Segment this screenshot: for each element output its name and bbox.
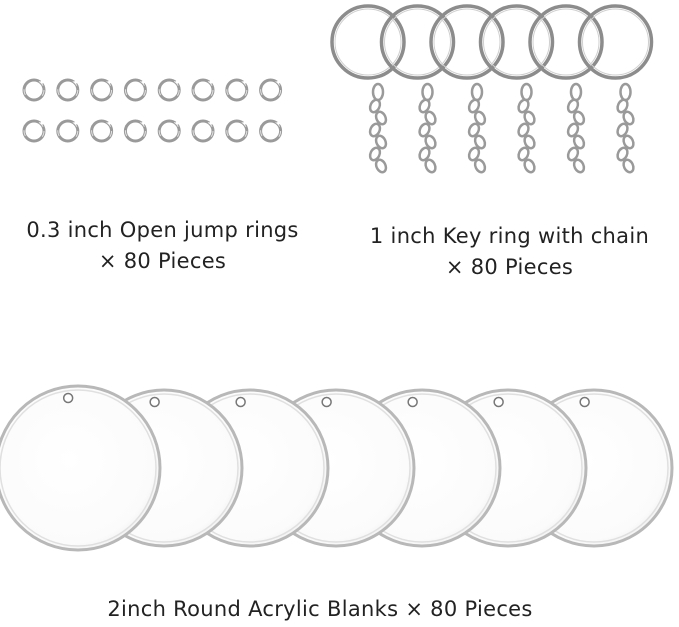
jump-ring-icon — [191, 78, 215, 102]
jump-ring-icon — [191, 119, 215, 143]
jump-ring-icon — [22, 119, 46, 143]
jump-ring-icon — [90, 119, 114, 143]
acrylic-blanks-label: 2inch Round Acrylic Blanks — [107, 597, 399, 621]
key-rings-group — [330, 4, 654, 174]
jump-ring-icon — [123, 78, 147, 102]
jump-ring-icon — [157, 78, 181, 102]
jump-ring-icon — [56, 78, 80, 102]
key-ring-icon — [379, 4, 456, 174]
key-rings-quantity: × 80 Pieces — [445, 255, 574, 279]
jump-ring-icon — [157, 119, 181, 143]
key-ring-icon — [330, 4, 406, 174]
key-rings-caption: 1 inch Key ring with chain × 80 Pieces — [340, 221, 679, 283]
acrylic-blanks-quantity: × 80 Pieces — [405, 597, 533, 621]
jump-ring-icon — [225, 78, 249, 102]
key-rings-label: 1 inch Key ring with chain — [369, 224, 650, 248]
jump-rings-quantity: × 80 Pieces — [98, 249, 227, 273]
jump-rings-caption: 0.3 inch Open jump rings × 80 Pieces — [0, 215, 325, 277]
key-ring-icon — [577, 4, 654, 174]
acrylic-blanks-caption: 2inch Round Acrylic Blanks × 80 Pieces — [0, 594, 640, 625]
jump-rings-label: 0.3 inch Open jump rings — [26, 218, 299, 242]
jump-ring-icon — [259, 78, 283, 102]
jump-ring-icon — [56, 119, 80, 143]
acrylic-discs-group — [0, 384, 674, 552]
jump-ring-icon — [259, 119, 283, 143]
jump-rings-group — [22, 78, 283, 143]
jump-ring-icon — [225, 119, 249, 143]
key-ring-icon — [528, 4, 604, 174]
acrylic-disc-icon — [0, 384, 162, 552]
key-ring-icon — [478, 4, 555, 174]
jump-ring-icon — [123, 119, 147, 143]
key-ring-icon — [429, 4, 505, 174]
jump-ring-icon — [22, 78, 46, 102]
jump-ring-icon — [90, 78, 114, 102]
